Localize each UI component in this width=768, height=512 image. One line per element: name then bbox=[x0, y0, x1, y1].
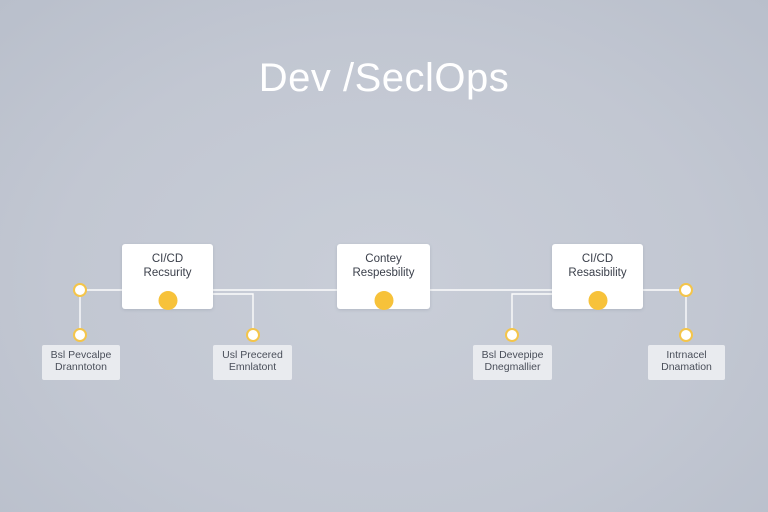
junction-ring-icon bbox=[679, 328, 693, 342]
sub-node-1[interactable]: Bsl Pevcalpe Dranntoton bbox=[42, 345, 120, 380]
sub-node-4[interactable]: Intrnacel Dnamation bbox=[648, 345, 725, 380]
junction-ring-icon bbox=[73, 328, 87, 342]
branch-card3-sub3 bbox=[511, 293, 552, 335]
diagram-title: Dev /SeclOps bbox=[258, 56, 510, 100]
sub-node-2[interactable]: Usl Precered Emnlatont bbox=[213, 345, 292, 380]
card-contey-responsibility[interactable]: Contey Respesbility bbox=[337, 244, 430, 310]
status-dot-icon bbox=[588, 291, 607, 310]
junction-ring-icon bbox=[505, 328, 519, 342]
branch-card1-sub2 bbox=[213, 293, 254, 335]
card-label: Contey Respesbility bbox=[352, 253, 415, 279]
sub-node-3[interactable]: Bsl Devepipe Dnegmallier bbox=[473, 345, 552, 380]
card-label: CI/CD Resasibility bbox=[568, 253, 627, 279]
junction-ring-icon bbox=[73, 283, 87, 297]
junction-ring-icon bbox=[679, 283, 693, 297]
junction-ring-icon bbox=[246, 328, 260, 342]
card-label: CI/CD Recsurity bbox=[143, 253, 192, 279]
card-cicd-security[interactable]: CI/CD Recsurity bbox=[122, 244, 213, 310]
status-dot-icon bbox=[158, 291, 177, 310]
status-dot-icon bbox=[374, 291, 393, 310]
card-cicd-responsibility[interactable]: CI/CD Resasibility bbox=[552, 244, 643, 310]
